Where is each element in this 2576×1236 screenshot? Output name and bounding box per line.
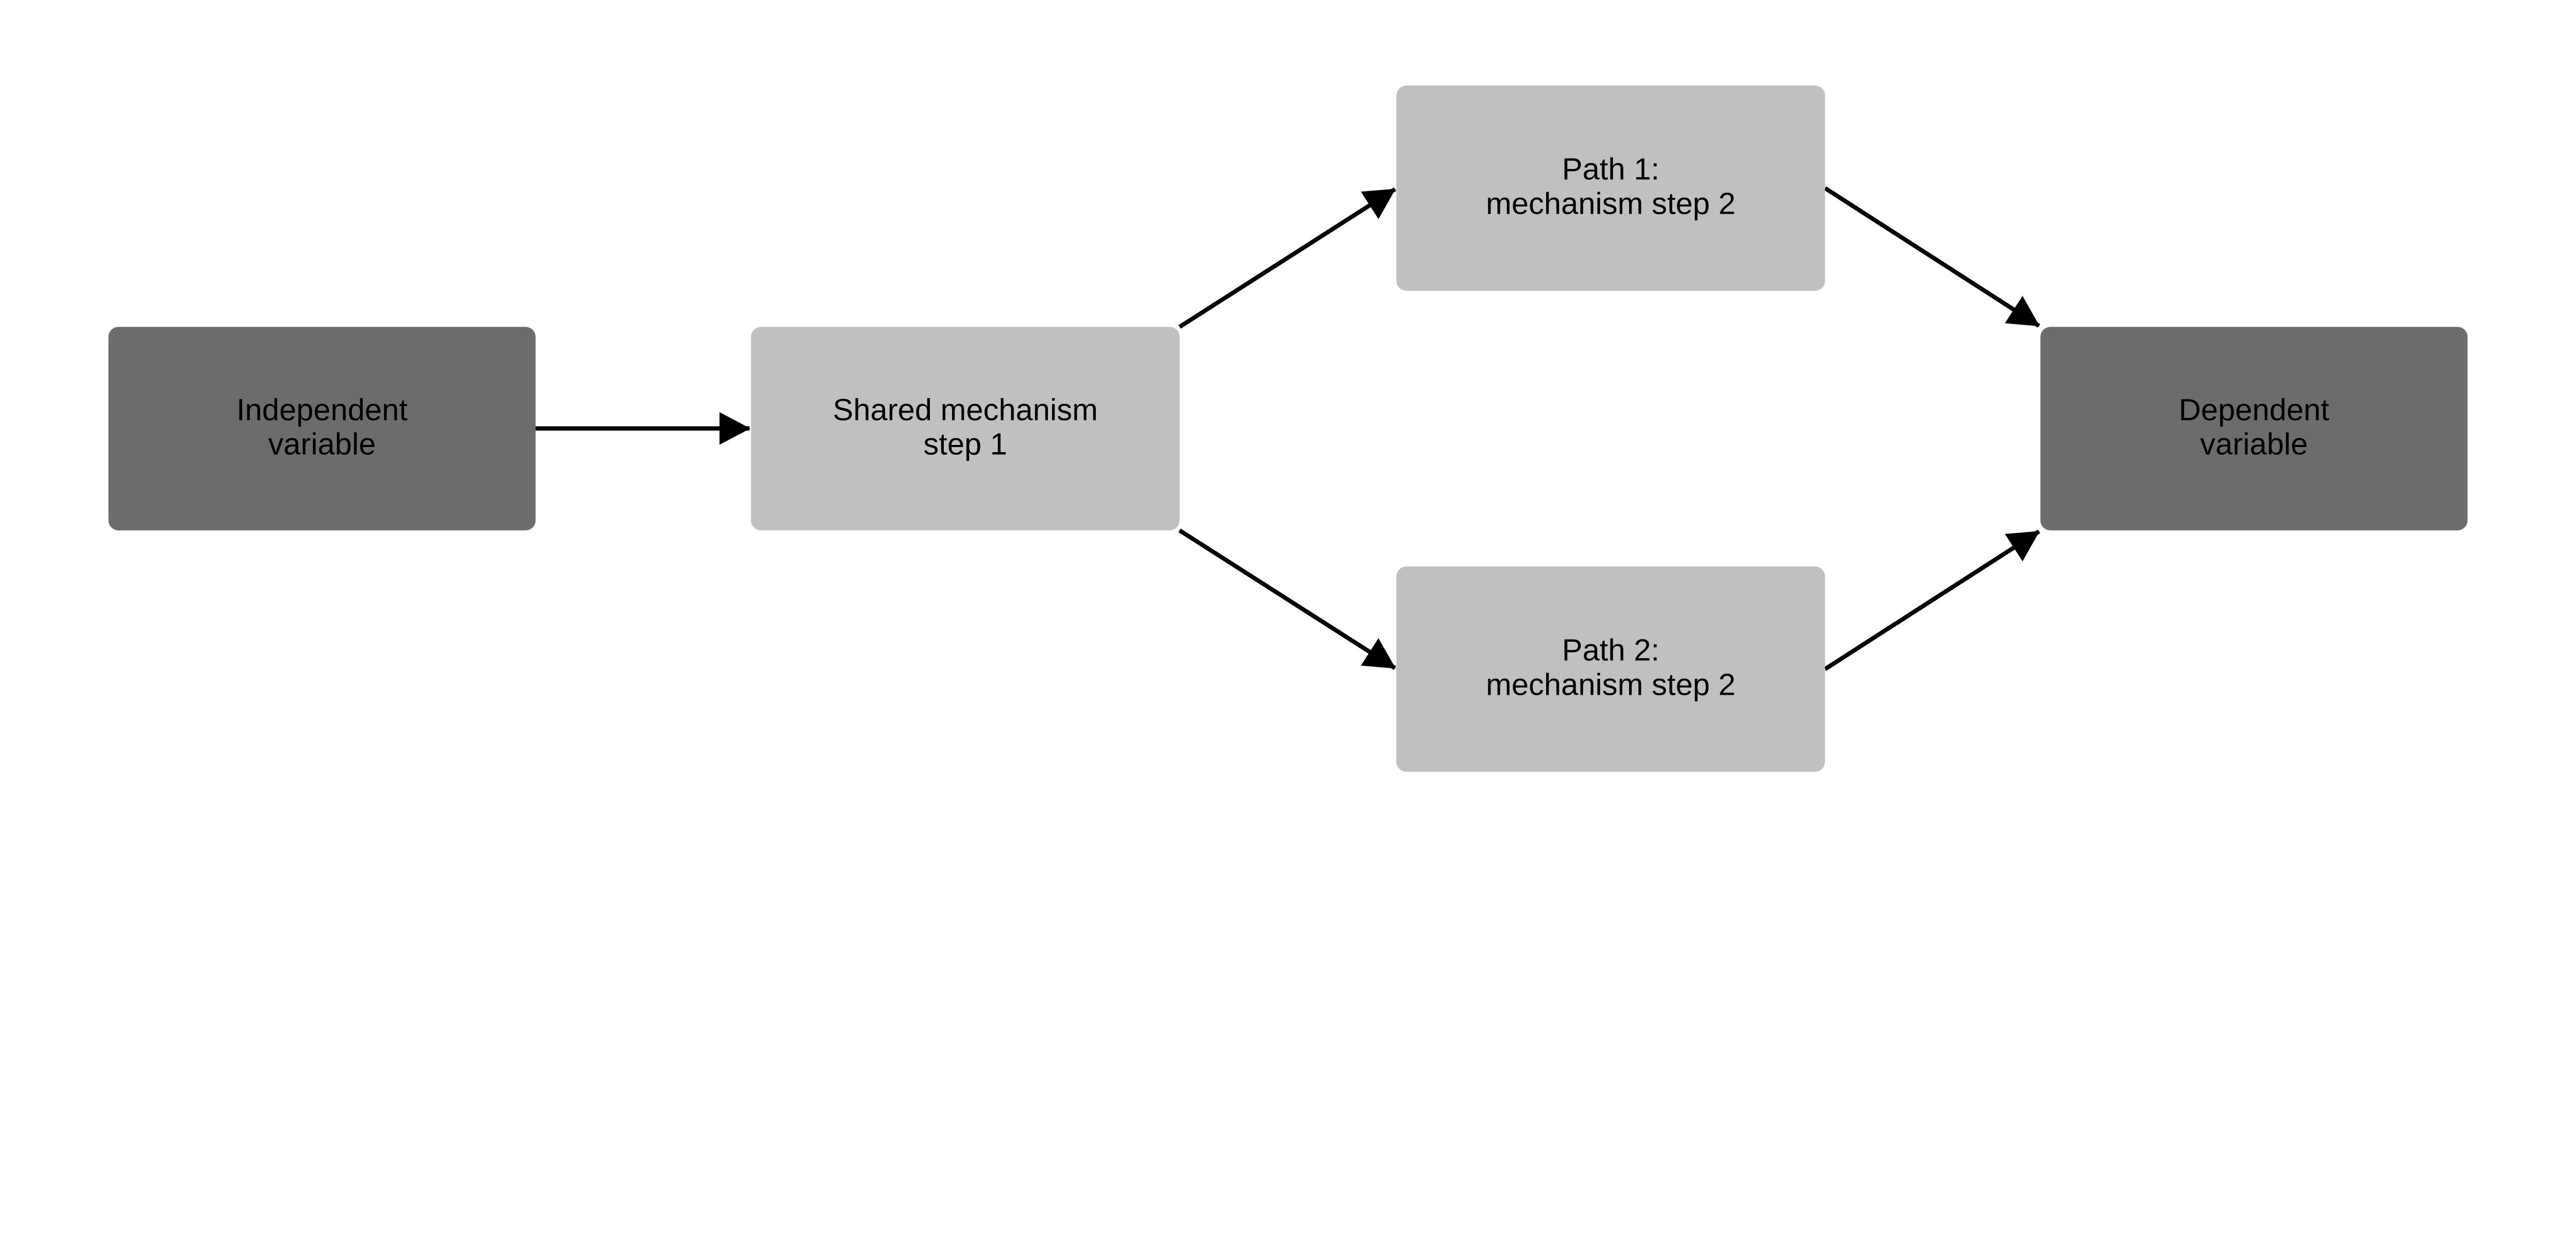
node-box: [108, 327, 536, 530]
node-label-line2: step 1: [923, 427, 1007, 461]
edge-path2-to-dependent: [1824, 529, 2040, 671]
node-label-line2: variable: [2200, 427, 2308, 461]
node-label-line1: Dependent: [2179, 392, 2330, 427]
edge-shared-to-path2: [1178, 528, 1396, 670]
node-path2: Path 2: mechanism step 2: [1396, 566, 1825, 772]
node-dependent-variable: Dependent variable: [2040, 327, 2468, 530]
edges: [535, 186, 2040, 671]
node-label-line1: Independent: [236, 392, 408, 427]
node-label-line1: Path 2:: [1562, 633, 1659, 667]
mediation-diagram: Independent variable Shared mechanism st…: [108, 85, 2468, 772]
node-box: [1396, 566, 1825, 772]
node-label-line2: mechanism step 2: [1486, 186, 1736, 220]
node-shared-mechanism: Shared mechanism step 1: [751, 327, 1180, 530]
node-box: [751, 327, 1180, 530]
node-label-line2: variable: [268, 427, 376, 461]
edge-path1-to-dependent: [1824, 186, 2040, 328]
node-label-line1: Path 1:: [1562, 152, 1659, 186]
node-label-line2: mechanism step 2: [1486, 667, 1736, 701]
edge-shared-to-path1: [1178, 187, 1396, 329]
node-independent-variable: Independent variable: [108, 327, 536, 530]
node-box: [1396, 85, 1825, 291]
node-path1: Path 1: mechanism step 2: [1396, 85, 1825, 291]
node-box: [2040, 327, 2468, 530]
node-label-line1: Shared mechanism: [833, 392, 1098, 427]
